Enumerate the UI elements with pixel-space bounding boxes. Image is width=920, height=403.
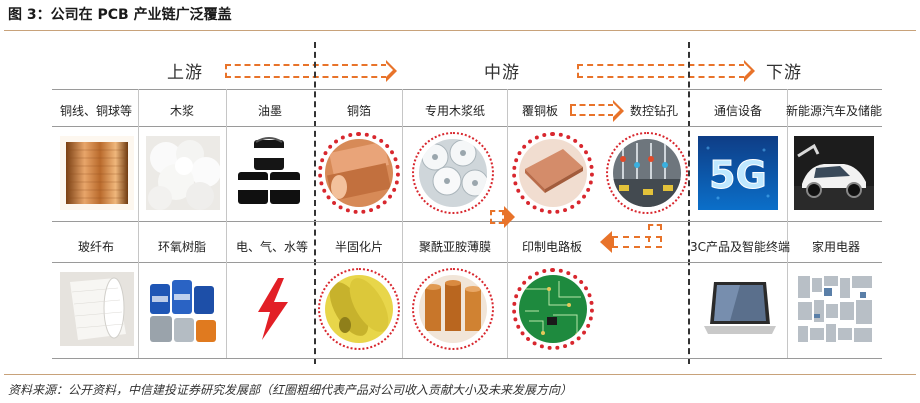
grid-line-2 — [52, 126, 882, 127]
label-polyimide-film: 聚酰亚胺薄膜 — [418, 240, 491, 254]
col-divider-2 — [226, 89, 227, 358]
stage-midstream: 中游 — [484, 63, 520, 83]
label-glass-fiber-cloth: 玻纤布 — [77, 240, 114, 254]
label-home-appliances: 家用电器 — [811, 240, 860, 254]
copper-foil-image — [325, 139, 393, 207]
home-appliances-image — [794, 272, 876, 346]
label-cnc-drilling: 数控钻孔 — [629, 104, 678, 118]
col-divider-3 — [402, 89, 403, 358]
wood-pulp-image — [146, 136, 220, 210]
prepreg-ring — [318, 268, 400, 350]
supply-chain-panel: 上游 中游 下游 铜线、铜球等 木浆 油墨 铜箔 专用木浆纸 覆铜板 数控钻孔 … — [52, 40, 882, 366]
separator-midstream-downstream — [688, 42, 690, 364]
ccl-image — [519, 139, 587, 207]
5g-text: 5G — [709, 153, 767, 197]
copper-wire-image — [60, 136, 134, 210]
epoxy-resin-image — [146, 272, 220, 346]
arrow-drilling-down — [648, 224, 662, 242]
glass-fiber-image — [60, 272, 134, 346]
pulp-paper-image — [419, 139, 487, 207]
arrow-head-to-pcb — [600, 231, 612, 253]
col-divider-1 — [138, 89, 139, 358]
col-divider-5 — [787, 89, 788, 358]
label-copper-foil: 铜箔 — [346, 104, 371, 118]
stage-downstream: 下游 — [766, 63, 802, 83]
cnc-drilling-image — [613, 139, 681, 207]
stage-upstream: 上游 — [167, 63, 203, 83]
5g-image: 5G — [698, 136, 778, 210]
grid-line-4 — [52, 262, 882, 263]
arrow-ccl-to-drilling — [570, 100, 624, 122]
label-copper-clad-laminate: 覆铜板 — [521, 104, 558, 118]
polyimide-image — [419, 275, 487, 343]
grid-line-1 — [52, 89, 882, 90]
label-utilities: 电、气、水等 — [235, 240, 308, 254]
ccl-ring — [512, 132, 594, 214]
copper-foil-ring — [318, 132, 400, 214]
separator-upstream-midstream — [314, 42, 316, 364]
arrow-midstream-to-downstream — [577, 60, 755, 82]
label-wood-pulp-paper: 专用木浆纸 — [424, 104, 485, 118]
laptop-image — [700, 272, 780, 346]
label-prepreg: 半固化片 — [334, 240, 383, 254]
pulp-paper-ring — [412, 132, 494, 214]
pcb-ring — [512, 268, 594, 350]
arrow-upstream-to-midstream — [225, 60, 397, 82]
arrow-head-into-ccl — [504, 206, 515, 228]
label-pcb: 印制电路板 — [521, 240, 582, 254]
label-new-energy-vehicles: 新能源汽车及储能 — [785, 104, 882, 118]
footnote-rule — [4, 374, 916, 375]
label-telecom-equipment: 通信设备 — [713, 104, 762, 118]
figure-footnote: 资料来源：公开资料，中信建投证券研究发展部（红圈粗细代表产品对公司收入贡献大小及… — [8, 383, 573, 397]
pcb-image — [519, 275, 587, 343]
cnc-drilling-ring — [606, 132, 688, 214]
label-3c-products: 3C产品及智能终端 — [690, 240, 791, 254]
ink-buckets-image — [232, 136, 306, 210]
label-wood-pulp: 木浆 — [169, 104, 194, 118]
grid-line-5 — [52, 358, 882, 359]
label-copper-wire: 铜线、铜球等 — [59, 104, 132, 118]
arrow-drilling-to-pcb — [612, 236, 662, 248]
label-ink: 油墨 — [257, 104, 282, 118]
title-rule — [4, 30, 916, 31]
grid-line-3 — [52, 221, 882, 222]
figure-title: 图 3：公司在 PCB 产业链广泛覆盖 — [8, 7, 232, 23]
lightning-bolt-icon — [236, 272, 310, 346]
label-epoxy-resin: 环氧树脂 — [157, 240, 206, 254]
arrow-materials-into-ccl — [490, 210, 504, 224]
prepreg-image — [325, 275, 393, 343]
polyimide-ring — [412, 268, 494, 350]
electric-car-image — [794, 136, 874, 210]
